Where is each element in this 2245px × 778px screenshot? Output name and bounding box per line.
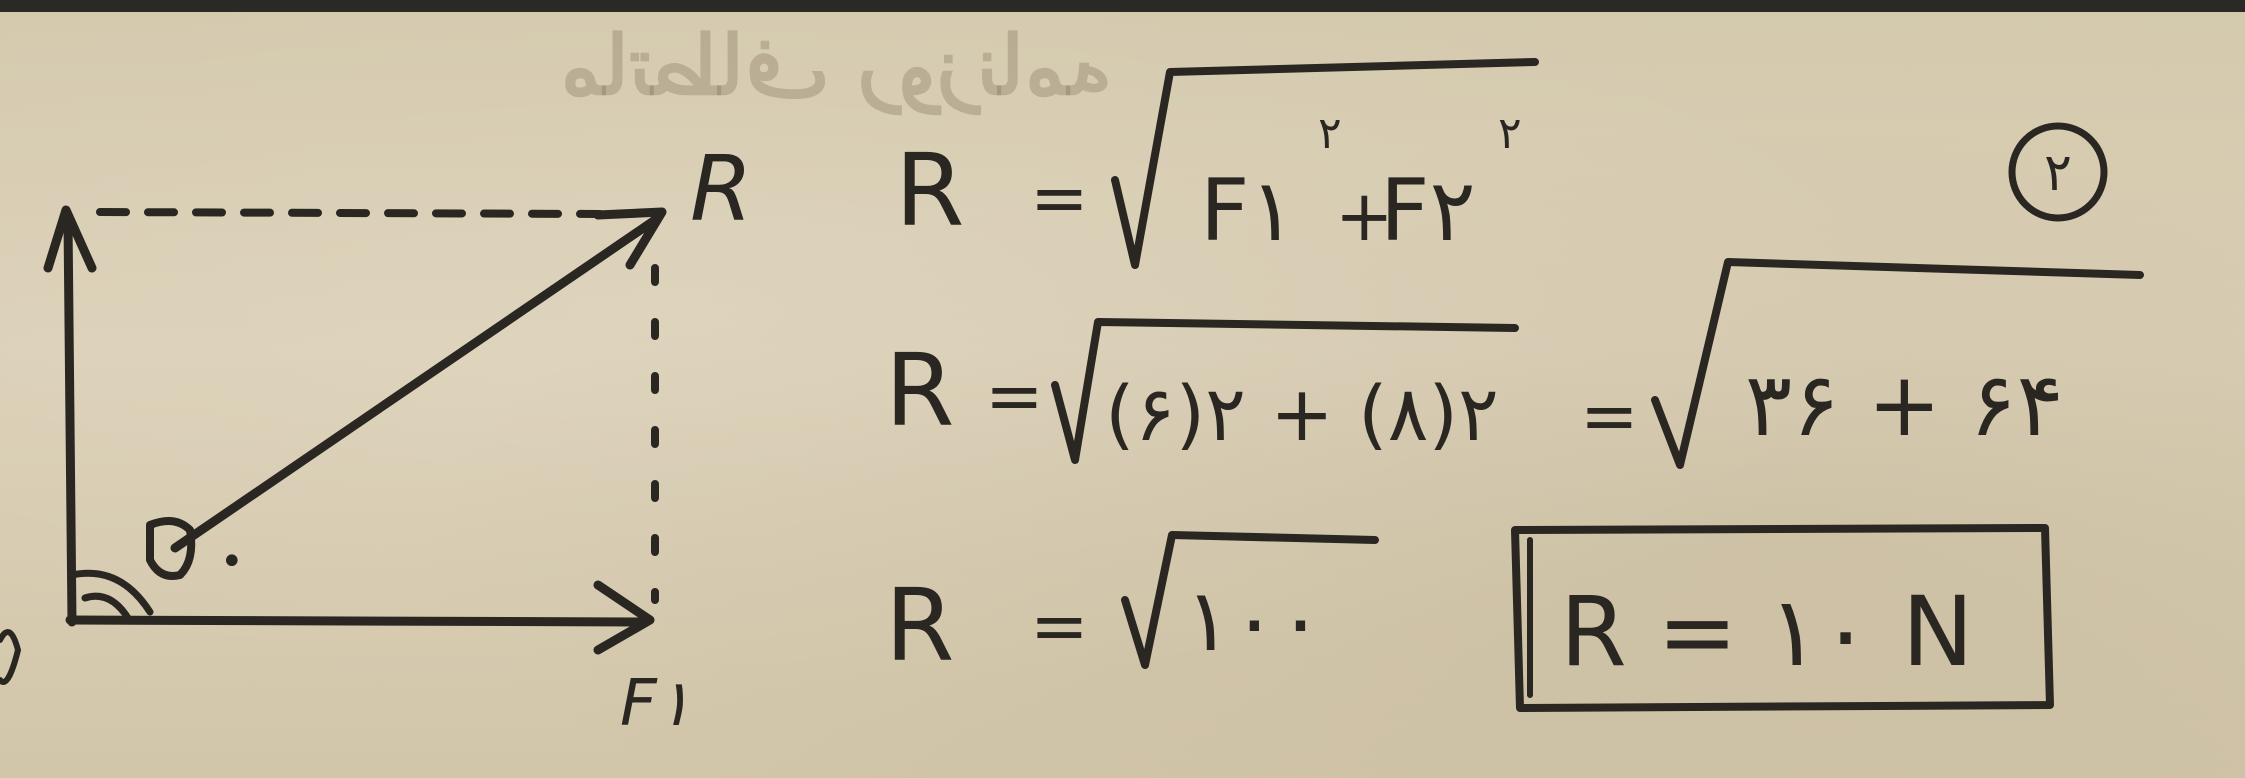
eq1-exp1: ۲ <box>1318 108 1342 159</box>
final-answer: R = ۱۰ N <box>1560 576 1974 688</box>
resultant-arrowhead <box>593 207 667 270</box>
vertical-arrowhead <box>43 205 97 273</box>
horizontal-arrowhead <box>593 580 655 655</box>
resultant-arrow <box>170 215 660 553</box>
problem-number: ۲ <box>2044 143 2072 203</box>
eq1-term1: F۱ <box>1200 161 1296 261</box>
eq2-equals: = <box>985 355 1044 437</box>
eq1-plus: + <box>1335 175 1394 257</box>
answer-box: R = ۱۰ N <box>1511 524 2054 712</box>
eq2-radical-1 <box>1051 318 1519 464</box>
angle-arc-1 <box>68 569 154 616</box>
angle-mark-blob <box>146 517 196 580</box>
top-dark-band <box>0 0 2245 12</box>
eq3-radicand: ۱۰۰ <box>1185 571 1324 671</box>
eq3-radical <box>1121 531 1379 669</box>
eq1-term2: F۲ <box>1380 161 1476 261</box>
force-label: F۱ <box>620 667 691 741</box>
problem-number-circle <box>2008 122 2108 222</box>
vertical-force-arrow <box>63 217 77 627</box>
eq2-lhs: R <box>885 332 954 449</box>
problem-number-badge: ۲ <box>2008 122 2108 222</box>
equation-line-3: R = ۱۰۰ <box>885 531 1379 684</box>
angle-dot: • <box>220 539 244 585</box>
eq2-radicand-1: (۶)۲ + (۸)۲ <box>1105 369 1499 458</box>
eq2-equals-2: = <box>1580 375 1639 457</box>
equation-line-2: R = (۶)۲ + (۸)۲ = ۳۶ + ۶۴ <box>885 258 2144 469</box>
eq2-radicand-2: ۳۶ + ۶۴ <box>1745 353 2064 456</box>
eq3-lhs: R <box>885 567 954 684</box>
dashed-top-line <box>96 208 604 218</box>
answer-box-outline <box>1511 524 2054 712</box>
eq1-lhs: R <box>895 132 964 249</box>
eq3-equals: = <box>1030 585 1089 667</box>
horizontal-force-arrow <box>65 615 645 627</box>
angle-arc-2 <box>81 592 132 622</box>
eq2-radical-2 <box>1651 258 2144 469</box>
eq1-equals: = <box>1030 157 1089 239</box>
eq1-exp2: ۲ <box>1498 108 1522 159</box>
resultant-label: R <box>690 137 753 242</box>
edge-mark <box>0 629 21 685</box>
equation-line-1: R = F۱ ۲ + F۲ ۲ <box>895 58 1539 269</box>
eq1-radical <box>1111 58 1539 269</box>
vector-diagram: • R F۱ <box>0 137 753 741</box>
